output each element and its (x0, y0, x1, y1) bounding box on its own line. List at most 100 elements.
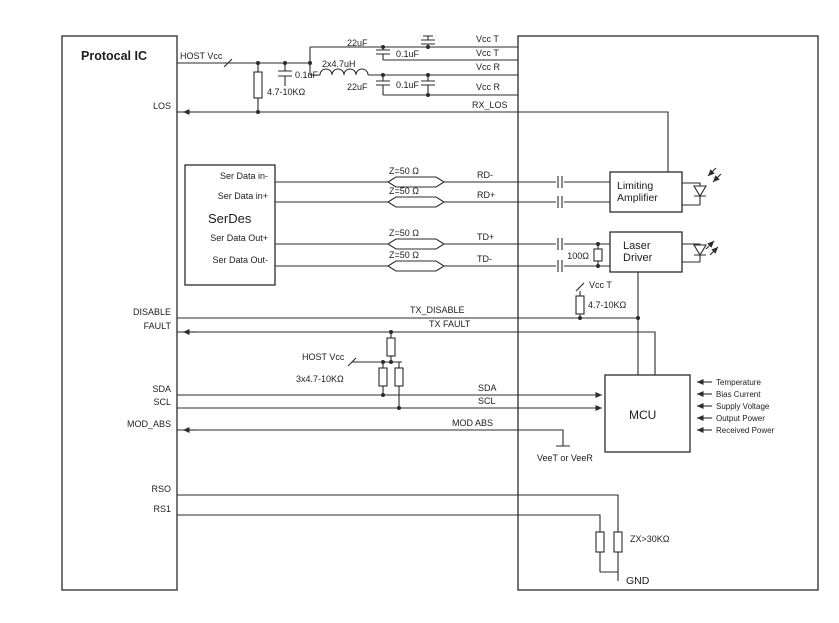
capacitor-host-bypass (278, 63, 292, 86)
impedance-label-3: Z=50 Ω (389, 228, 419, 238)
serdes-pin-out-minus: Ser Data Out- (212, 255, 268, 265)
light-out-arrow-1 (705, 240, 715, 250)
cap22-t-label: 22uF (347, 38, 368, 48)
rx-los-wire (177, 111, 669, 172)
gnd-wire (599, 552, 619, 581)
resistor-scl-pullup (394, 362, 404, 408)
serdes-title: SerDes (208, 211, 252, 226)
mcu-section: MCU Temperature Bias Current Supply Volt… (604, 374, 775, 453)
pin-label-scl: SCL (153, 397, 171, 407)
vcc-t2-label: Vcc T (476, 48, 499, 58)
transmission-line-symbol-rd-minus (386, 176, 446, 188)
host-ic: Protocal IC LOS DISABLE FAULT SDA SCL MO… (61, 35, 178, 591)
mcu-monitor-inputs: Temperature Bias Current Supply Voltage … (697, 378, 775, 435)
pin-label-rso: RSO (151, 484, 171, 494)
mcu-title: MCU (629, 408, 656, 422)
td-minus-label: TD- (477, 254, 492, 264)
bypass-cap-label: 0.1uF (295, 70, 319, 80)
pin-label-disable: DISABLE (133, 307, 171, 317)
impedance-label-2: Z=50 Ω (389, 186, 419, 196)
laser-pullup-label: 4.7-10KΩ (588, 300, 627, 310)
cap01-r-label: 0.1uF (396, 80, 420, 90)
monitor-bias-current: Bias Current (716, 390, 761, 399)
transmission-line-symbol-td-minus (386, 260, 446, 272)
monitor-supply-voltage: Supply Voltage (716, 402, 770, 411)
pin-label-los: LOS (153, 101, 171, 111)
limiting-amplifier-label-1: Limiting (617, 180, 653, 192)
vcc-r2-label: Vcc R (476, 82, 501, 92)
cap22-r-label: 22uF (347, 82, 368, 92)
high-speed-datapath: Z=50 Ω Z=50 Ω Z=50 Ω Z=50 Ω RD- RD+ TD+ … (275, 166, 610, 272)
cap01-t-label: 0.1uF (396, 49, 420, 59)
serdes-pin-in-minus: Ser Data in- (220, 171, 268, 181)
rx-los-label: RX_LOS (472, 100, 508, 110)
rd-minus-label: RD- (477, 170, 493, 180)
host-vcc2-label: HOST Vcc (302, 352, 345, 362)
pin-label-fault: FAULT (144, 321, 172, 331)
inductor-symbol (319, 68, 369, 76)
laser-driver-box (609, 231, 683, 273)
protocal-ic-outline (61, 35, 178, 591)
vcc-t1-label: Vcc T (476, 34, 499, 44)
tx-disable-label: TX_DISABLE (410, 305, 465, 315)
rso-wire (177, 494, 619, 532)
sda-line-label: SDA (478, 383, 497, 393)
mod-abs-wire (177, 429, 570, 447)
transmission-line-symbol-td-plus (386, 238, 446, 250)
td-plus-label: TD+ (477, 232, 494, 242)
vee-label: VeeT or VeeR (537, 453, 593, 463)
host-vcc2-rail (347, 357, 402, 367)
inductor-label: 2x4.7uH (322, 59, 356, 69)
resistor-rso (613, 531, 623, 553)
impedance-label-1: Z=50 Ω (389, 166, 419, 176)
tx-fault-label: TX FAULT (429, 319, 471, 329)
resistor-sda-pullup (378, 362, 388, 395)
host-vcc-label: HOST Vcc (180, 51, 223, 61)
photodiode-symbol (682, 167, 722, 206)
laser-driver-label-1: Laser (623, 240, 651, 252)
capacitor-01uf-r (421, 75, 435, 95)
rate-select-section: ZX>30KΩ GND (177, 494, 670, 587)
junction-dots (256, 45, 640, 410)
host-vcc-slash (223, 58, 233, 68)
resistor-txfault-pullup (386, 332, 396, 362)
resistor-rs1 (595, 531, 605, 553)
limiting-amplifier: Limiting Amplifier (609, 167, 722, 213)
impedance-label-4: Z=50 Ω (389, 250, 419, 260)
monitor-output-power: Output Power (716, 414, 765, 423)
serdes-box (184, 164, 276, 286)
mod-abs-line-label: MOD ABS (452, 418, 493, 428)
gnd-label: GND (626, 575, 650, 587)
light-out-arrow-2 (709, 246, 719, 256)
serdes-pin-out-plus: Ser Data Out+ (210, 233, 268, 243)
scl-line-label: SCL (478, 396, 496, 406)
power-filter-section: HOST Vcc 4.7-10KΩ 0.1uF 22uF 0.1uF 2x4.7… (177, 34, 669, 172)
mcu-box (604, 374, 691, 453)
laser-driver-label-2: Driver (623, 252, 653, 264)
rd-plus-label: RD+ (477, 190, 495, 200)
resistor-txdisable-pullup (575, 282, 585, 318)
transmission-line-symbol-rd-plus (386, 196, 446, 208)
limiting-amplifier-box (609, 171, 683, 213)
serdes-pin-in-plus: Ser Data in+ (218, 191, 268, 201)
protocal-ic-title: Protocal IC (81, 49, 147, 63)
pin-label-mod-abs: MOD_ABS (127, 419, 171, 429)
laser-driver: Laser Driver Vcc T 4.7-10KΩ (575, 231, 719, 318)
pullups-label: 3x4.7-10KΩ (296, 374, 344, 384)
pin-label-sda: SDA (152, 384, 171, 394)
control-signals: TX_DISABLE TX FAULT HOST Vcc 3x4.7-10KΩ … (177, 272, 656, 463)
coupling-caps (557, 176, 563, 272)
light-in-arrow-2 (712, 173, 722, 183)
limiting-amplifier-label-2: Amplifier (617, 192, 658, 204)
termination-label: 100Ω (567, 251, 589, 261)
tx-fault-wire (177, 331, 656, 375)
pin-label-rs1: RS1 (153, 504, 171, 514)
los-pullup-label: 4.7-10KΩ (267, 87, 306, 97)
rate-resistors-label: ZX>30KΩ (630, 534, 670, 544)
light-in-arrow-1 (707, 167, 717, 177)
monitor-received-power: Received Power (716, 426, 775, 435)
laser-vcc-label: Vcc T (589, 280, 612, 290)
laser-diode-symbol (682, 240, 719, 263)
